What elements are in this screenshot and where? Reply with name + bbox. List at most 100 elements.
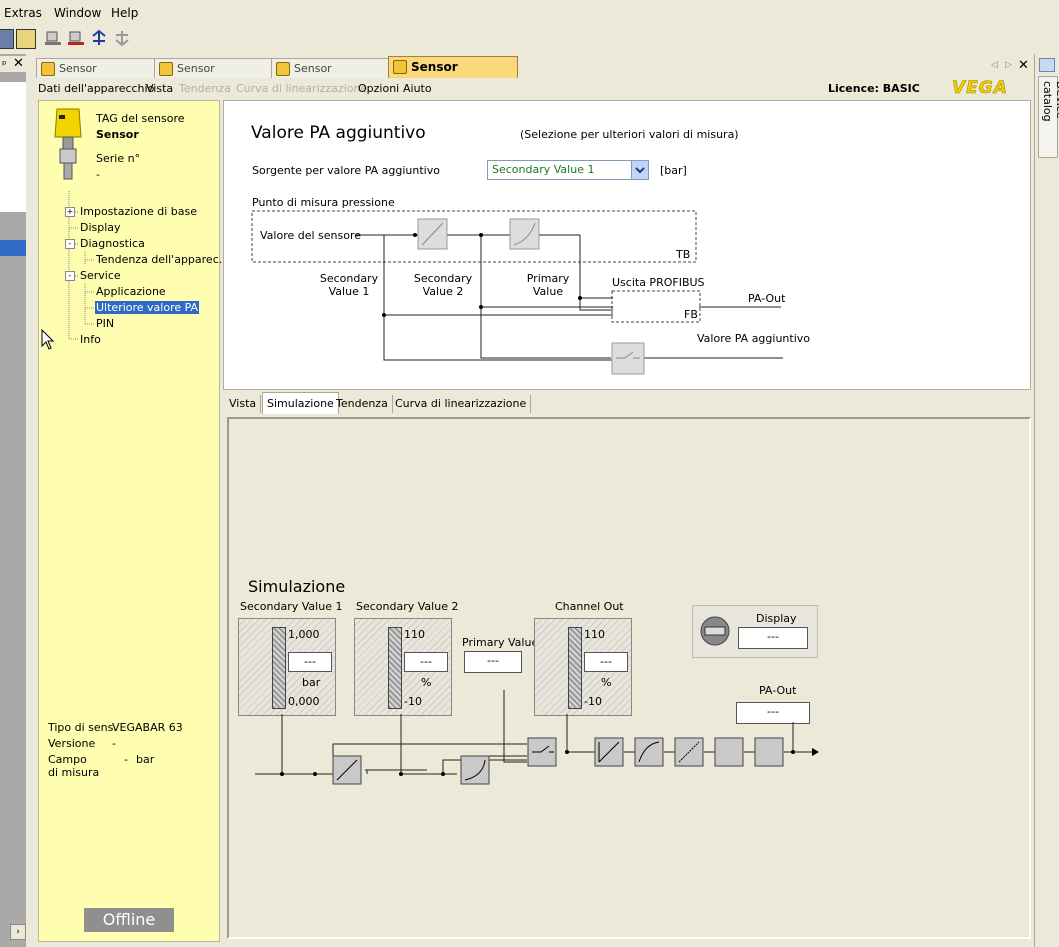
upload-icon[interactable] bbox=[90, 29, 108, 47]
range-label: Campo di misura bbox=[48, 753, 100, 779]
tree-item-additional-pa-value[interactable]: Ulteriore valore PA bbox=[95, 301, 200, 314]
download-icon[interactable] bbox=[113, 29, 131, 47]
tree-item-pin[interactable]: PIN bbox=[96, 317, 115, 330]
collapse-icon[interactable]: - bbox=[65, 271, 75, 281]
pv-diagram-label: Primary Value bbox=[526, 272, 570, 298]
mouse-cursor-icon bbox=[41, 329, 55, 350]
device-catalog-label: Device catalog bbox=[1041, 81, 1059, 122]
page-title: Valore PA aggiuntivo bbox=[251, 123, 426, 143]
sv1-min: 0,000 bbox=[288, 695, 320, 708]
sensor-icon bbox=[41, 62, 55, 76]
tab-view[interactable]: Vista bbox=[225, 395, 262, 413]
source-select[interactable]: Secondary Value 1 bbox=[487, 160, 649, 180]
sv2-max: 110 bbox=[404, 628, 425, 641]
menu-trend: Tendenza bbox=[179, 82, 231, 95]
channel-out-slider[interactable] bbox=[568, 627, 582, 709]
menu-help[interactable]: Help bbox=[111, 6, 139, 20]
channel-out-label: Channel Out bbox=[555, 600, 624, 613]
toolbar bbox=[0, 26, 1059, 52]
tab-sensor-parameter-active[interactable]: Sensor Parameter bbox=[388, 56, 518, 95]
channel-out-min: -10 bbox=[584, 695, 602, 708]
view-tabs: Vista Simulazione Tendenza Curva di line… bbox=[223, 392, 1029, 414]
sv2-label: Secondary Value 2 bbox=[356, 600, 459, 613]
selection-hint: (Selezione per ulteriori valori di misur… bbox=[520, 128, 739, 141]
connection-status: Offline bbox=[84, 908, 174, 932]
sv2-diagram-label: Secondary Value 2 bbox=[413, 272, 473, 298]
catalog-icon bbox=[1039, 58, 1055, 72]
additional-pa-panel bbox=[223, 100, 1031, 390]
channel-out-unit: % bbox=[601, 676, 612, 689]
copy-icon[interactable] bbox=[16, 29, 36, 49]
tree-item-display[interactable]: Display bbox=[80, 221, 121, 234]
sv2-min: -10 bbox=[404, 695, 422, 708]
tree-item-application[interactable]: Applicazione bbox=[96, 285, 166, 298]
profibus-output-label: Uscita PROFIBUS bbox=[612, 276, 705, 289]
sv2-unit: % bbox=[421, 676, 432, 689]
pv-label: Primary Value bbox=[462, 636, 539, 649]
sv1-slider[interactable] bbox=[272, 627, 286, 709]
display-module-icon bbox=[700, 616, 730, 646]
licence-label: Licence: BASIC bbox=[828, 82, 920, 95]
collapse-icon[interactable]: - bbox=[65, 239, 75, 249]
tab-trend[interactable]: Tendenza bbox=[332, 395, 393, 413]
device-catalog-dock[interactable]: Device catalog bbox=[1034, 54, 1059, 947]
pa-signal-diagram bbox=[251, 210, 783, 375]
navigation-panel: TAG del sensore Sensor Serie n° - + - - … bbox=[38, 100, 229, 942]
menu-device-data[interactable]: Dati dell'apparecchio bbox=[38, 82, 155, 95]
close-tab-icon[interactable]: ✕ bbox=[1018, 58, 1029, 73]
menu-options[interactable]: Opzioni bbox=[358, 82, 400, 95]
tree-item-info[interactable]: Info bbox=[80, 333, 101, 346]
tab-scroll-right-icon[interactable]: ▷ bbox=[1005, 60, 1012, 70]
tb-label: TB bbox=[676, 248, 691, 261]
sensor-type-value: VEGABAR 63 bbox=[112, 721, 183, 734]
sv2-slider[interactable] bbox=[388, 627, 402, 709]
chevron-down-icon[interactable] bbox=[631, 161, 648, 179]
tree-item-diagnostics[interactable]: Diagnostica bbox=[80, 237, 145, 250]
scroll-right-icon[interactable]: › bbox=[10, 924, 26, 940]
pv-value: --- bbox=[464, 651, 522, 673]
tab-linearization[interactable]: Curva di linearizzazione bbox=[391, 395, 532, 413]
sv1-max: 1,000 bbox=[288, 628, 320, 641]
tab-sensor-parameter-1[interactable]: Sensor Parameter bbox=[36, 58, 156, 94]
tree-item-basic-setup[interactable]: Impostazione di base bbox=[80, 205, 198, 218]
pin-icon[interactable]: ᵖ bbox=[2, 58, 7, 71]
tree-item-device-trend[interactable]: Tendenza dell'apparec... bbox=[96, 253, 230, 266]
tab-scroll-left-icon[interactable]: ◁ bbox=[991, 60, 998, 70]
sv1-value: --- bbox=[288, 652, 332, 672]
vega-logo: VEGA bbox=[952, 78, 1008, 99]
pa-out-label: PA-Out bbox=[748, 292, 786, 305]
menu-extras[interactable]: Extras bbox=[4, 6, 42, 20]
menu-view[interactable]: Vista bbox=[146, 82, 174, 95]
sensor-value-label: Valore del sensore bbox=[260, 229, 362, 242]
menu-bar: Extras Window Help bbox=[0, 0, 1059, 24]
sensor-device-icon bbox=[54, 108, 82, 180]
expand-icon[interactable]: + bbox=[65, 207, 75, 217]
channel-out-max: 110 bbox=[584, 628, 605, 641]
simulation-title: Simulazione bbox=[248, 577, 346, 596]
tag-label: TAG del sensore bbox=[96, 112, 185, 125]
pa-out-sim-label: PA-Out bbox=[759, 684, 797, 697]
display-label: Display bbox=[756, 612, 797, 625]
source-unit: [bar] bbox=[660, 164, 687, 177]
connect-icon[interactable] bbox=[44, 29, 62, 47]
sv2-value: --- bbox=[404, 652, 448, 672]
close-icon[interactable]: ✕ bbox=[13, 56, 24, 71]
tab-sensor-parameter-2[interactable]: Sensor Parameter bbox=[154, 58, 274, 94]
source-label: Sorgente per valore PA aggiuntivo bbox=[252, 164, 440, 177]
measuring-point-label: Punto di misura pressione bbox=[252, 196, 395, 209]
menu-window[interactable]: Window bbox=[54, 6, 102, 20]
menu-linearization: Curva di linearizzazione bbox=[236, 82, 368, 95]
tab-sensor-parameter-3[interactable]: Sensor Parameter bbox=[271, 58, 391, 94]
disconnect-icon[interactable] bbox=[67, 29, 85, 47]
channel-out-value: --- bbox=[584, 652, 628, 672]
menu-help-sub[interactable]: Aiuto bbox=[403, 82, 432, 95]
sv1-diagram-label: Secondary Value 1 bbox=[319, 272, 379, 298]
tab-simulation[interactable]: Simulazione bbox=[262, 392, 339, 414]
device-icon[interactable] bbox=[0, 29, 14, 49]
version-value: - bbox=[112, 737, 116, 750]
sv1-label: Secondary Value 1 bbox=[240, 600, 343, 613]
range-unit: bar bbox=[136, 753, 155, 766]
tree-item-service[interactable]: Service bbox=[80, 269, 121, 282]
selected-row[interactable] bbox=[0, 240, 26, 256]
additional-pa-value-label: Valore PA aggiuntivo bbox=[697, 332, 811, 345]
